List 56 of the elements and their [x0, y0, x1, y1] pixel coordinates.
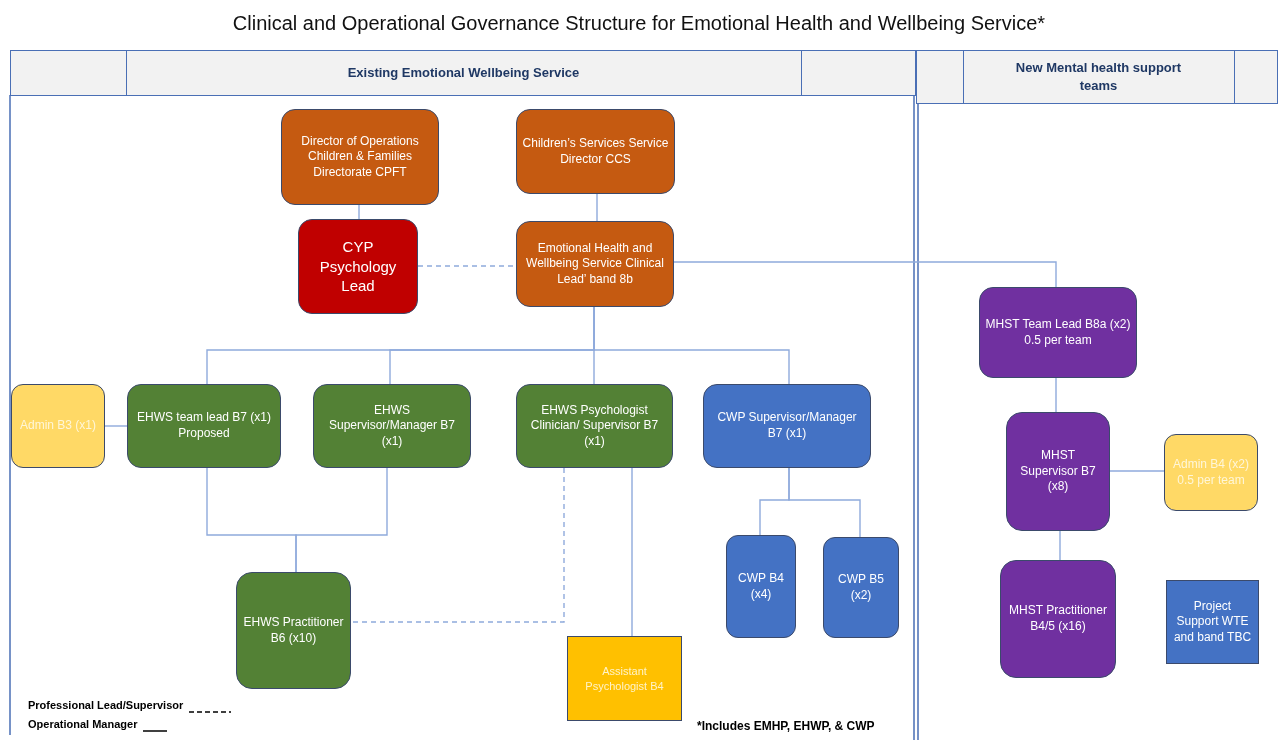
connector-line [593, 306, 790, 385]
role-box [516, 109, 675, 194]
role-box [1166, 580, 1259, 664]
connector-line [596, 193, 598, 222]
role-box [979, 287, 1137, 378]
role-box [1164, 434, 1258, 511]
legend-label: Operational Manager [28, 718, 138, 730]
role-label: Project Support WTE and band TBC [1172, 598, 1253, 646]
role-label: Assistant Psychologist B4 [584, 664, 665, 693]
dashed-connector [350, 467, 565, 623]
role-box [281, 109, 439, 205]
role-label: MHST Supervisor B7 (x8) [1019, 448, 1097, 495]
role-box [127, 384, 281, 468]
role-label: Admin B3 (x1) [20, 418, 96, 434]
role-box [726, 535, 796, 638]
role-box [567, 636, 682, 721]
legend-label: Professional Lead/Supervisor [28, 699, 184, 711]
connector-line [104, 425, 128, 427]
role-label: CYP Psychology Lead [318, 237, 398, 296]
section-heading: Existing Emotional Wellbeing Service [346, 64, 581, 83]
connector-line [788, 467, 861, 538]
role-box [1006, 412, 1110, 531]
role-label: EHWS Psychologist Clinician/ Supervisor B7 (x1) [529, 402, 660, 450]
role-box [823, 537, 899, 638]
role-label: Children’s Services Service Director CCS [522, 135, 669, 168]
role-box [313, 384, 471, 468]
role-box [516, 221, 674, 307]
footnote: *Includes EMHP, EHWP, & CWP [697, 719, 875, 733]
connector-line [295, 467, 388, 573]
role-box [298, 219, 418, 314]
connector-line [1059, 530, 1061, 561]
connector-line [673, 261, 1057, 288]
role-label: MHST Practitioner B4/5 (x16) [1008, 603, 1108, 635]
role-box [11, 384, 105, 468]
role-label: CWP B5 (x2) [837, 571, 885, 604]
role-label: EHWS Practitioner B6 (x10) [242, 614, 345, 647]
role-label: CWP Supervisor/Manager B7 (x1) [716, 410, 858, 442]
role-label: MHST Team Lead B8a (x2) 0.5 per team [985, 316, 1131, 349]
role-label: Director of Operations Children & Families Directorate CPFT [300, 133, 420, 181]
role-box [516, 384, 673, 468]
role-box [1000, 560, 1116, 678]
role-box [703, 384, 871, 468]
role-box [236, 572, 351, 689]
role-label: Admin B4 (x2) 0.5 per team [1172, 456, 1250, 489]
connector-line [631, 467, 633, 637]
connector-line [1055, 377, 1057, 413]
role-label: EHWS Supervisor/Manager B7 (x1) [327, 402, 457, 450]
role-label: Emotional Health and Wellbeing Service Clinical Lead’ band 8b [525, 240, 665, 288]
role-label: CWP B4 (x4) [737, 570, 785, 603]
role-label: EHWS team lead B7 (x1) Proposed [135, 410, 272, 442]
connector-line [1109, 470, 1165, 472]
diagram-title: Clinical and Operational Governance Structure for Emotional Health and Wellbeing Service* [231, 12, 1047, 35]
connector-line [358, 204, 360, 220]
header-band [10, 50, 916, 96]
section-heading: New Mental health support teams [1014, 59, 1183, 95]
header-band [916, 50, 1278, 104]
